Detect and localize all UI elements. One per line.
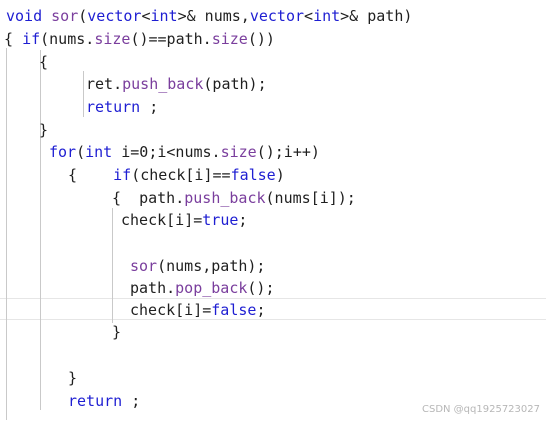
code-line[interactable]: void sor(vector<int>& nums,vector<int>& …	[6, 5, 546, 28]
code-line[interactable]: {	[39, 51, 546, 74]
code-token: (check[i]==	[131, 166, 231, 184]
current-line-highlight	[0, 298, 546, 320]
code-line[interactable]: }	[39, 119, 546, 142]
code-token: <	[304, 7, 314, 25]
code-token: int	[150, 7, 178, 25]
code-token: <	[141, 7, 151, 25]
code-token: )	[275, 166, 285, 184]
code-token: vector	[87, 7, 142, 25]
code-line[interactable]: return ;	[86, 96, 546, 119]
code-token: }	[112, 323, 122, 341]
code-line[interactable]: return ;	[68, 390, 546, 413]
code-token: {	[4, 30, 23, 48]
indent-guide	[40, 50, 41, 410]
indent-guide	[83, 71, 84, 117]
code-line[interactable]: check[i]=false;	[130, 299, 546, 322]
code-line[interactable]: { if(nums.size()==path.size())	[4, 28, 546, 51]
code-token: check[i]=	[130, 301, 212, 319]
code-token: sor	[51, 7, 79, 25]
code-token: path.	[130, 279, 176, 297]
code-token: ;	[256, 301, 266, 319]
code-token: >& path)	[340, 7, 413, 25]
code-token: true	[202, 211, 239, 229]
code-token: { path.	[112, 189, 185, 207]
code-token: (nums.	[40, 30, 95, 48]
code-token: ;	[122, 392, 141, 410]
code-line[interactable]: path.pop_back();	[130, 277, 546, 300]
code-token: >& nums,	[177, 7, 250, 25]
code-token: }	[68, 369, 78, 387]
code-token: sor	[130, 257, 158, 275]
code-token: int	[85, 143, 113, 161]
code-line[interactable]: }	[68, 367, 546, 390]
code-token	[42, 7, 51, 25]
code-token: ()==path.	[130, 30, 212, 48]
code-token: void	[6, 7, 43, 25]
code-line[interactable]: check[i]=true;	[121, 209, 546, 232]
watermark: CSDN @qq1925723027	[421, 404, 540, 415]
code-token: ();i++)	[256, 143, 320, 161]
code-line[interactable]	[121, 232, 546, 255]
code-token: (nums[i]);	[265, 189, 356, 207]
code-token: if	[22, 30, 41, 48]
code-token: for	[49, 143, 77, 161]
code-line[interactable]	[68, 344, 546, 367]
code-token: push_back	[122, 75, 204, 93]
code-token: check[i]=	[121, 211, 203, 229]
indent-guide	[6, 48, 7, 420]
code-token: int	[313, 7, 341, 25]
code-line[interactable]: { path.push_back(nums[i]);	[112, 187, 546, 210]
code-line[interactable]: }	[112, 321, 546, 344]
code-token: i=0;i<nums.	[112, 143, 221, 161]
code-line[interactable]: for(int i=0;i<nums.size();i++)	[49, 141, 546, 164]
code-token: false	[230, 166, 276, 184]
code-token: vector	[249, 7, 305, 25]
code-token: push_back	[184, 189, 266, 207]
code-token: {	[68, 166, 114, 184]
code-token: ;	[238, 211, 248, 229]
indent-guide	[112, 208, 113, 323]
code-token: ;	[140, 98, 159, 116]
code-token: size	[220, 143, 257, 161]
code-token: (	[78, 7, 88, 25]
code-token: ())	[247, 30, 275, 48]
code-token: if	[113, 166, 132, 184]
code-token: (	[76, 143, 86, 161]
code-token: ();	[247, 279, 275, 297]
code-line[interactable]: ret.push_back(path);	[86, 73, 546, 96]
code-token: pop_back	[175, 279, 248, 297]
code-line[interactable]: sor(nums,path);	[130, 255, 546, 278]
code-line[interactable]: { if(check[i]==false)	[68, 164, 546, 187]
code-token: {	[39, 53, 49, 71]
code-token: size	[211, 30, 248, 48]
code-token: ret.	[86, 75, 123, 93]
code-token: return	[86, 98, 141, 116]
code-token: size	[94, 30, 131, 48]
code-token: return	[68, 392, 123, 410]
code-token: (nums,path);	[157, 257, 266, 275]
code-token: }	[39, 121, 49, 139]
code-token: (path);	[203, 75, 267, 93]
code-token: false	[211, 301, 257, 319]
